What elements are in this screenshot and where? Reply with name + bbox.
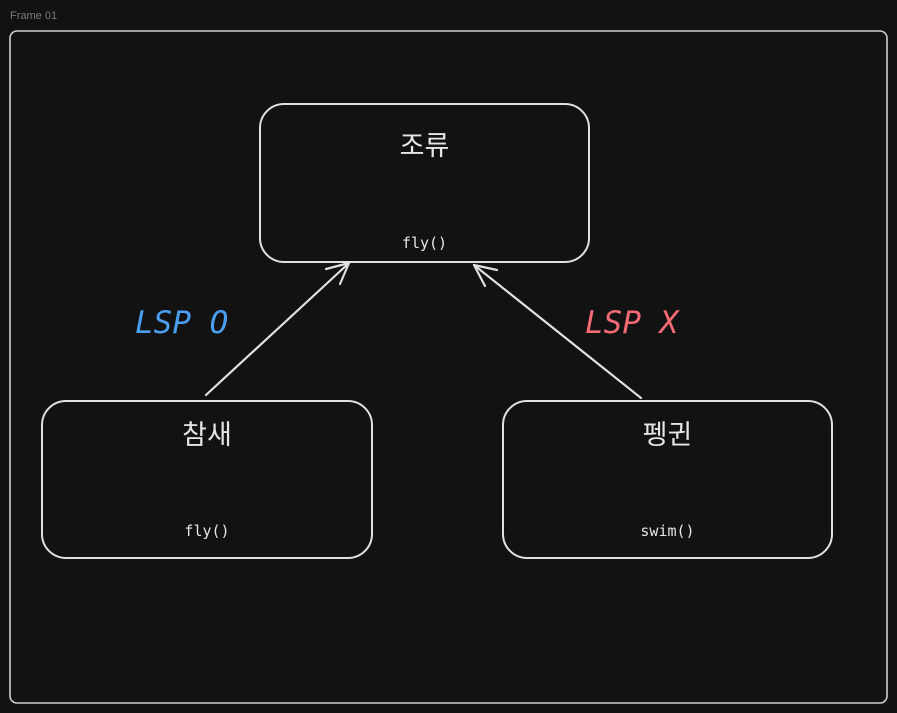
node-penguin-box [502,400,833,559]
node-bird-box [259,103,590,263]
node-sparrow-box [41,400,373,559]
arrow-sparrow-to-bird-head [324,261,351,286]
node-sparrow-method: fly() [184,522,229,540]
node-bird[interactable]: 조류 fly() [259,103,590,263]
node-sparrow-title: 참새 [182,420,232,451]
node-penguin-title: 펭귄 [643,420,693,451]
node-sparrow[interactable]: 참새 fly() [41,400,373,559]
arrow-sparrow-to-bird[interactable] [204,261,351,397]
node-bird-method: fly() [402,234,447,252]
edge-label-lsp-o[interactable]: LSP O [135,305,228,341]
arrow-penguin-to-bird-head [472,263,499,288]
edge-label-lsp-x[interactable]: LSP X [585,305,681,341]
frame-label[interactable]: Frame 01 [10,10,58,22]
frame-border[interactable] [9,30,888,704]
node-penguin[interactable]: 펭귄 swim() [502,400,833,559]
arrow-sparrow-to-bird-shaft [204,261,351,397]
arrow-penguin-to-bird[interactable] [472,263,643,400]
node-bird-title: 조류 [400,131,450,162]
arrow-penguin-to-bird-shaft [472,263,643,400]
node-penguin-method: swim() [640,522,694,540]
